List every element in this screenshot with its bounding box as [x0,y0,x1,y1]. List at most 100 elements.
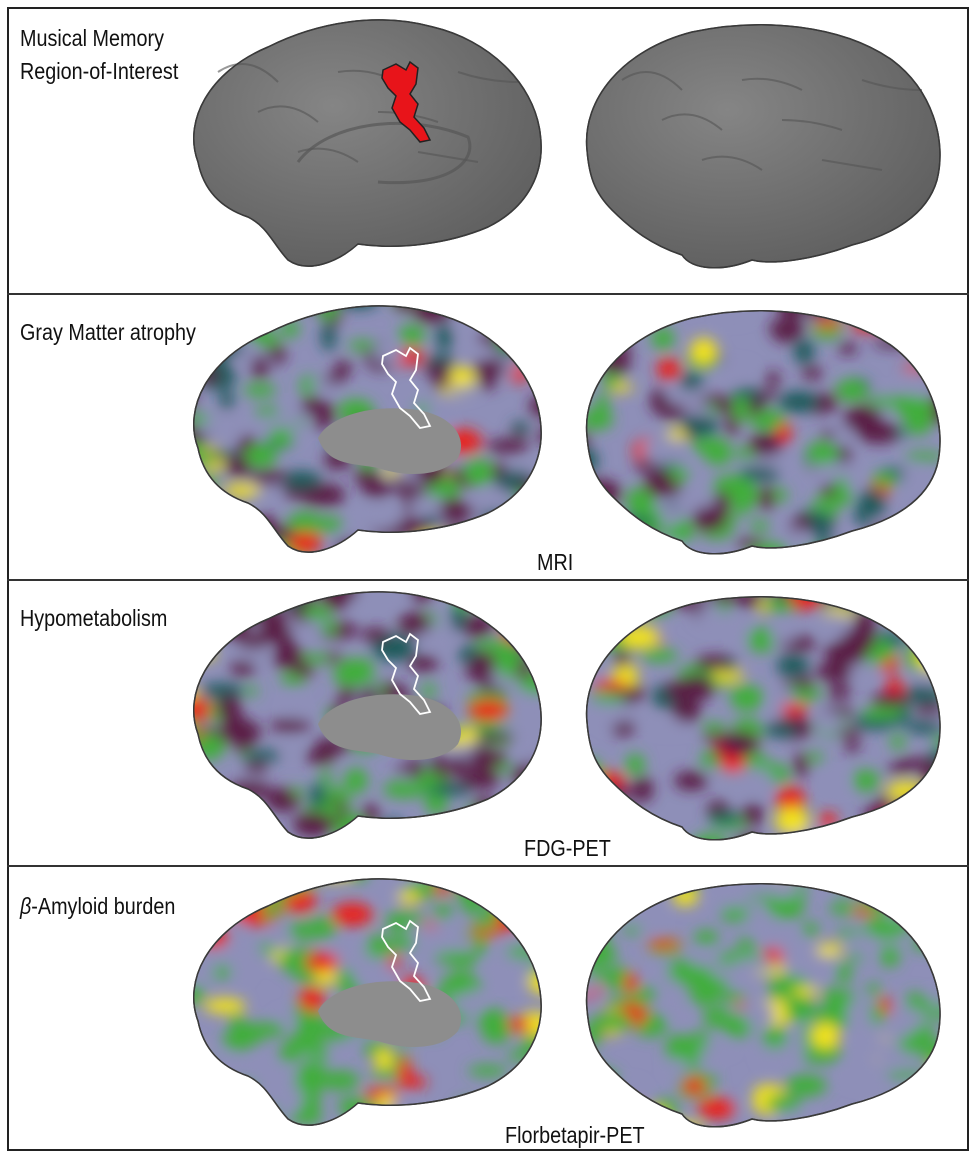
activation-blob [586,883,603,893]
activation-blob [467,620,486,639]
activation-blob [270,719,310,733]
activation-blob [409,495,449,515]
activation-blob [901,468,926,492]
beta-symbol: β [20,893,32,919]
activation-blob [838,342,858,355]
activation-blob [239,591,275,604]
activation-blob [793,339,815,365]
activation-blob [313,1072,342,1082]
activation-blob [614,805,637,833]
activation-blob [910,1100,941,1115]
activation-blob [766,370,780,388]
activation-blob [440,497,465,524]
activation-blob [472,651,496,672]
lateral-brain-view [585,883,941,1128]
activation-blob [776,654,810,677]
sulcus [457,71,519,83]
activation-blob [305,748,336,765]
activation-blob [774,1111,813,1127]
activation-blob [871,692,909,708]
activation-blob [868,1109,889,1122]
activation-blob [193,504,203,532]
activation-blob [474,933,487,957]
activation-blob [496,595,525,615]
activation-blob [504,878,542,882]
activation-blob [375,1048,393,1075]
activation-blob [621,528,660,543]
activation-blob [254,407,281,417]
activation-blob [827,684,851,699]
activation-blob [773,883,797,885]
activation-blob [609,325,623,346]
activation-blob [240,1095,261,1111]
activation-blob [434,903,452,920]
activation-blob [288,531,322,553]
activation-blob [205,898,239,907]
activation-blob [243,383,277,397]
activation-blob [495,305,531,320]
activation-blob [837,961,852,985]
activation-blob [600,1111,624,1123]
activation-blob [640,648,678,663]
activation-blob [193,532,197,543]
activation-blob [785,596,825,610]
activation-blob [840,628,876,655]
activation-blob [736,596,763,608]
activation-blob [846,832,876,840]
activation-blob [481,1019,511,1044]
activation-blob [742,803,764,827]
medial-brain-view [192,305,542,553]
activation-blob [450,969,471,996]
activation-blob [690,955,705,967]
activation-blob [452,881,487,899]
activation-blob [737,937,754,947]
title-line: Region-of-Interest [20,58,179,84]
activation-blob [935,1004,941,1020]
activation-blob [360,504,402,531]
activation-blob [431,753,446,778]
activation-blob [636,597,671,617]
activation-blob [931,596,941,609]
sulcus [257,105,319,123]
activation-blob [193,1120,210,1126]
activation-blob [692,506,727,532]
activation-blob [765,1094,802,1112]
activation-blob [877,1048,911,1067]
activation-blob [878,809,916,831]
activation-blob [193,474,219,492]
activation-blob [886,764,914,774]
activation-blob [299,1088,321,1117]
activation-blob [592,605,616,627]
activation-blob [268,427,294,448]
activation-blob [599,704,640,722]
activation-blob [389,934,418,949]
activation-blob [806,752,824,763]
activation-blob [224,591,245,607]
activation-blob [538,1088,542,1113]
panel-divider [7,865,969,867]
activation-blob [233,732,253,753]
lateral-brain-view [585,310,941,555]
activation-blob [347,340,377,351]
activation-blob [536,760,542,786]
activation-blob [600,317,627,344]
activation-blob [314,878,354,881]
activation-blob [936,382,941,401]
activation-blob [829,901,857,915]
activation-blob [596,1095,628,1115]
activation-blob [276,630,294,656]
activation-blob [819,551,839,554]
activation-blob [259,1097,272,1120]
activation-blob [586,311,601,333]
activation-blob [314,967,337,986]
activation-blob [317,305,338,321]
activation-blob [501,623,541,642]
activation-blob [254,1022,285,1037]
title-line: Musical Memory [20,25,164,51]
activation-blob [623,973,638,994]
activation-blob [859,488,886,516]
activation-blob [527,914,542,942]
modality-label-mri: MRI [537,549,574,575]
activation-blob [884,1099,909,1119]
